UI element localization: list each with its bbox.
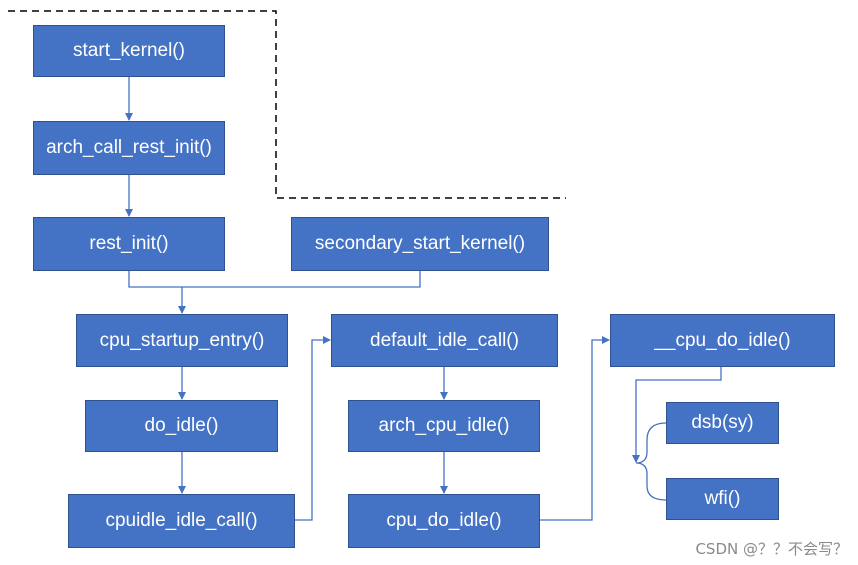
default-idle-call-label: default_idle_call()	[370, 329, 519, 351]
rest-init-box: rest_init()	[33, 217, 225, 271]
dsb-sy-box: dsb(sy)	[666, 402, 779, 444]
csdn-watermark: CSDN @？？不会写？	[695, 540, 848, 558]
cpuidle-idle-call-box: cpuidle_idle_call()	[68, 494, 295, 548]
arrow-cpu-do-to-asm	[540, 336, 610, 521]
arrow-cpuidle-to-default	[295, 336, 331, 521]
rest-init-label: rest_init()	[89, 233, 169, 254]
secondary-start-kernel-label: secondary_start_kernel()	[314, 233, 526, 254]
start-kernel-label: start_kernel()	[73, 40, 185, 61]
do-idle-box: do_idle()	[85, 400, 278, 452]
arrow-asm-to-brace	[632, 367, 722, 463]
cpu-do-idle-label: cpu_do_idle()	[386, 510, 502, 531]
wfi-label: wfi()	[704, 488, 741, 509]
do-idle-label: do_idle()	[144, 415, 219, 436]
cpu-do-idle-box: cpu_do_idle()	[348, 494, 540, 548]
arch-cpu-idle-box: arch_cpu_idle()	[348, 400, 540, 452]
arch-call-rest-init-label: arch_call_rest_init()	[46, 137, 212, 158]
cpuidle-idle-call-label: cpuidle_idle_call()	[105, 510, 258, 531]
cpu-startup-entry-label: cpu_startup_entry()	[99, 329, 265, 351]
asm-cpu-do-idle-label: __cpu_do_idle()	[654, 329, 791, 351]
connector-rest-init-merge	[128, 271, 182, 288]
dashed-boundary-line	[8, 10, 566, 199]
dsb-sy-label: dsb(sy)	[691, 412, 754, 433]
wfi-box: wfi()	[666, 478, 779, 520]
cpu-startup-entry-box: cpu_startup_entry()	[76, 314, 288, 367]
brace-grouping	[635, 422, 667, 501]
arch-cpu-idle-label: arch_cpu_idle()	[378, 415, 510, 436]
arch-call-rest-init-box: arch_call_rest_init()	[33, 121, 225, 175]
start-kernel-box: start_kernel()	[33, 25, 225, 77]
connector-secondary-merge	[182, 271, 421, 288]
secondary-start-kernel-box: secondary_start_kernel()	[291, 217, 549, 271]
asm-cpu-do-idle-box: __cpu_do_idle()	[610, 314, 835, 367]
default-idle-call-box: default_idle_call()	[331, 314, 558, 367]
